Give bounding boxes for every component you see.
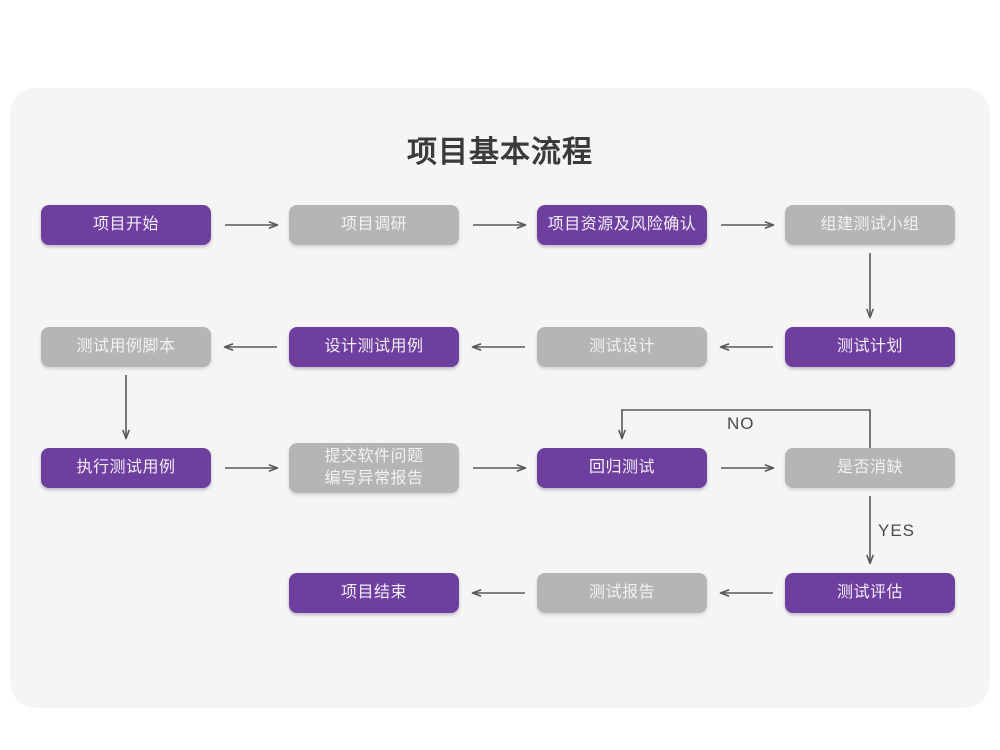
node-execute-test-cases[interactable]: 执行测试用例	[41, 448, 211, 488]
node-test-evaluation[interactable]: 测试评估	[785, 573, 955, 613]
node-project-start[interactable]: 项目开始	[41, 205, 211, 245]
page-title: 项目基本流程	[407, 136, 593, 169]
node-submit-defect-report[interactable]: 提交软件问题 编写异常报告	[289, 443, 459, 493]
edge-label-yes: YES	[878, 521, 916, 540]
node-test-report[interactable]: 测试报告	[537, 573, 707, 613]
node-project-end[interactable]: 项目结束	[289, 573, 459, 613]
node-form-test-team[interactable]: 组建测试小组	[785, 205, 955, 245]
node-project-research[interactable]: 项目调研	[289, 205, 459, 245]
node-test-plan[interactable]: 测试计划	[785, 327, 955, 367]
diagram-panel	[10, 88, 990, 708]
node-test-design[interactable]: 测试设计	[537, 327, 707, 367]
node-regression-test[interactable]: 回归测试	[537, 448, 707, 488]
node-design-test-cases[interactable]: 设计测试用例	[289, 327, 459, 367]
node-test-case-script[interactable]: 测试用例脚本	[41, 327, 211, 367]
node-resource-risk-confirm[interactable]: 项目资源及风险确认	[537, 205, 707, 245]
edge-label-no: NO	[727, 414, 755, 433]
node-defects-resolved[interactable]: 是否消缺	[785, 448, 955, 488]
